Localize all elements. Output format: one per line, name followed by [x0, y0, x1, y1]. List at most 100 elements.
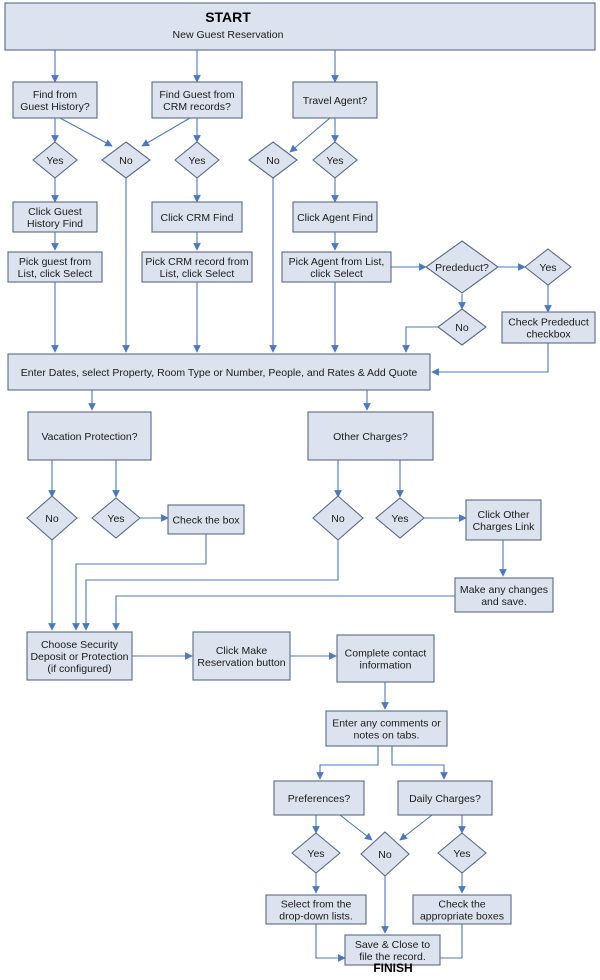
- edge: [399, 814, 433, 841]
- node-label: and save.: [481, 596, 527, 608]
- node-label: Check the box: [172, 515, 240, 527]
- decision-diamond: [32, 141, 78, 179]
- decision-diamond: [291, 832, 341, 874]
- node-label: No: [266, 155, 280, 167]
- decision-diamond: [26, 495, 78, 541]
- node-label: Yes: [46, 155, 63, 167]
- edge: [289, 117, 331, 153]
- process-box: [141, 251, 253, 283]
- node-no-pre: No: [437, 308, 487, 346]
- node-label: file the record.: [359, 951, 426, 963]
- edge: [112, 595, 504, 631]
- node-label: Yes: [539, 262, 556, 274]
- node-yes-daily: Yes: [437, 832, 487, 874]
- node-label: Yes: [307, 848, 324, 860]
- edge: [431, 343, 549, 376]
- decision-diamond: [375, 497, 425, 539]
- edge: [339, 814, 373, 841]
- node-label: appropriate boxes: [420, 911, 504, 923]
- node-agent-q: Travel Agent?: [292, 81, 378, 119]
- node-no-vac: No: [26, 495, 78, 541]
- process-box: [151, 201, 243, 233]
- decision-diamond: [524, 248, 572, 286]
- process-box: [412, 894, 512, 925]
- node-label: Click Agent Find: [297, 212, 373, 224]
- connector-lines: [48, 50, 552, 962]
- decision-diamond: [174, 141, 220, 179]
- decision-diamond: [437, 832, 487, 874]
- process-box: [454, 577, 554, 613]
- node-yes-pref: Yes: [291, 832, 341, 874]
- node-prededuct-q: Prededuct?: [425, 240, 499, 294]
- process-box: [307, 411, 434, 461]
- edge: [316, 746, 379, 780]
- process-box: [336, 634, 435, 683]
- node-label: Pick CRM record from: [145, 256, 249, 268]
- node-label: Deposit or Protection: [30, 651, 128, 663]
- process-box: [397, 780, 493, 816]
- process-box: [7, 353, 431, 391]
- node-label: Click Other: [478, 509, 530, 521]
- node-yes-oc: Yes: [375, 497, 425, 539]
- node-no-final: No: [360, 831, 410, 877]
- node-yes-pre: Yes: [524, 248, 572, 286]
- edge: [391, 746, 448, 780]
- decision-diamond: [312, 141, 358, 179]
- edge: [82, 540, 339, 631]
- node-label: Check Prededuct: [508, 317, 589, 329]
- edge: [59, 117, 113, 147]
- node-label: Travel Agent?: [303, 95, 368, 107]
- process-box: [12, 81, 98, 119]
- node-label: Vacation Protection?: [41, 431, 137, 443]
- node-label: History Find: [27, 218, 83, 230]
- process-box: [167, 504, 245, 535]
- node-label: List, click Select: [160, 268, 235, 280]
- edge: [315, 924, 346, 962]
- node-label: Reservation button: [197, 657, 285, 669]
- process-box: [292, 81, 378, 119]
- decision-diamond: [101, 141, 151, 179]
- node-label: No: [119, 155, 133, 167]
- node-label: Yes: [188, 155, 205, 167]
- node-agent-find: Click Agent Find: [292, 201, 378, 233]
- start-box-outline: [4, 2, 596, 51]
- node-yes1: Yes: [32, 141, 78, 179]
- edge: [72, 534, 207, 631]
- edge: [429, 924, 463, 962]
- process-box: [12, 201, 98, 233]
- process-box: [27, 411, 152, 461]
- node-label: click Select: [310, 268, 363, 280]
- node-yes3: Yes: [312, 141, 358, 179]
- start-title-label: START: [205, 9, 251, 25]
- node-check-box: Check the box: [167, 504, 245, 535]
- node-label: Yes: [326, 155, 343, 167]
- decision-diamond: [360, 831, 410, 877]
- node-label: Click Guest: [28, 206, 82, 218]
- node-label: Guest History?: [20, 101, 90, 113]
- node-crm-find: Click CRM Find: [151, 201, 243, 233]
- node-label: Yes: [107, 513, 124, 525]
- process-box: [192, 631, 291, 681]
- edge: [402, 326, 440, 353]
- node-label: No: [45, 513, 59, 525]
- node-label: Pick guest from: [19, 256, 92, 268]
- node-label: checkbox: [526, 329, 571, 341]
- node-label: information: [360, 660, 412, 672]
- node-label: Check the: [438, 899, 485, 911]
- process-box: [151, 81, 243, 119]
- node-enter-dates: Enter Dates, select Property, Room Type …: [7, 353, 431, 391]
- node-label: Choose Security: [41, 639, 119, 651]
- process-box: [501, 311, 596, 344]
- node-label: Pick Agent from List,: [289, 256, 385, 268]
